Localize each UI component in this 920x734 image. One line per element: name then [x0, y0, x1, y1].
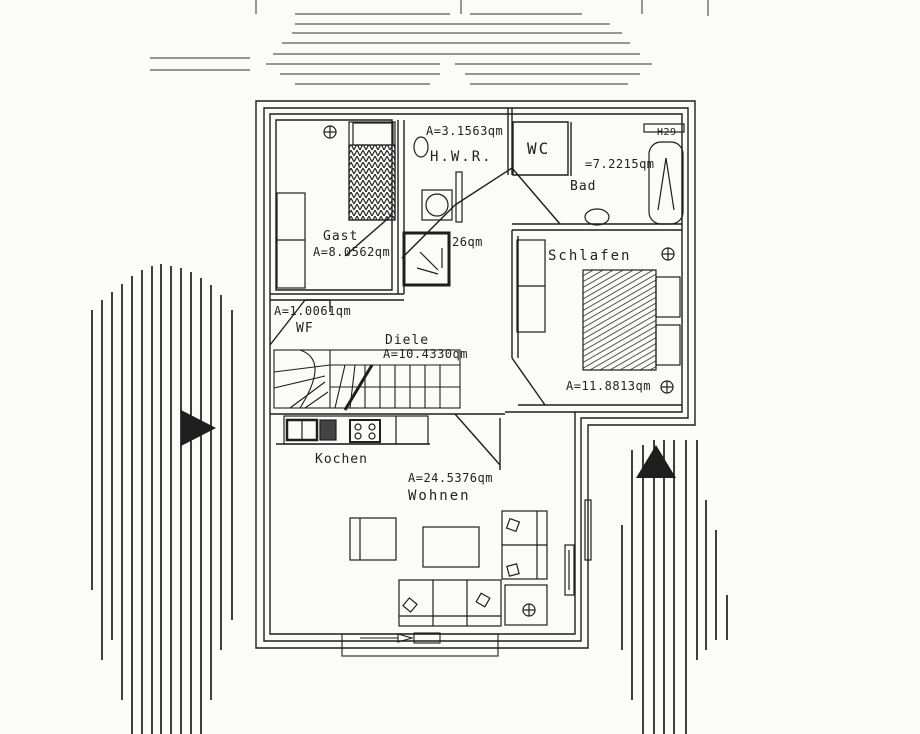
- room-area-wohnen: A=24.5376qm: [408, 471, 493, 485]
- room-name-gast: Gast: [323, 229, 359, 244]
- staircase: [273, 349, 461, 411]
- entrance-arrow-west-icon: [181, 410, 216, 446]
- room-area-gast: A=8.0562qm: [313, 245, 391, 259]
- room-name-schlafen: Schlafen: [548, 248, 632, 264]
- room-name-hwr: H.W.R.: [430, 149, 493, 165]
- interior-walls: [269, 108, 682, 470]
- hwr-fixtures: [402, 136, 463, 287]
- hatch-south: [621, 440, 728, 734]
- room-name-kochen: Kochen: [315, 452, 368, 467]
- room-area-wf: A=1.0061qm: [274, 304, 352, 318]
- front-door: [341, 632, 499, 657]
- schlafen-furniture: [516, 239, 681, 394]
- hatch-north: [150, 57, 250, 71]
- entrance-arrow-south-icon: [636, 445, 676, 478]
- bad-fixtures: [584, 123, 685, 226]
- room-area-diele: A=10.4330qm: [383, 347, 468, 361]
- room-area-hwr: A=3.1563qm: [426, 124, 504, 138]
- living-furniture: [349, 510, 548, 627]
- room-name-wf: WF: [296, 321, 314, 336]
- room-name-bad: Bad: [570, 179, 597, 194]
- shower-area-label: 26qm: [452, 235, 483, 249]
- exterior-walls: [255, 100, 696, 649]
- hatch-west: [91, 264, 233, 734]
- kitchen-counter: [283, 415, 429, 445]
- radiator-tag: H29: [657, 127, 677, 138]
- side-window: [564, 499, 592, 596]
- room-area-schlafen: A=11.8813qm: [566, 379, 651, 393]
- top-adjacent-plan: [255, 0, 709, 85]
- room-area-bad: =7.2215qm: [585, 157, 655, 171]
- room-name-diele: Diele: [385, 333, 430, 348]
- room-name-wc: WC: [527, 139, 551, 158]
- gast-furniture: [276, 121, 396, 289]
- room-name-wohnen: Wohnen: [408, 488, 471, 504]
